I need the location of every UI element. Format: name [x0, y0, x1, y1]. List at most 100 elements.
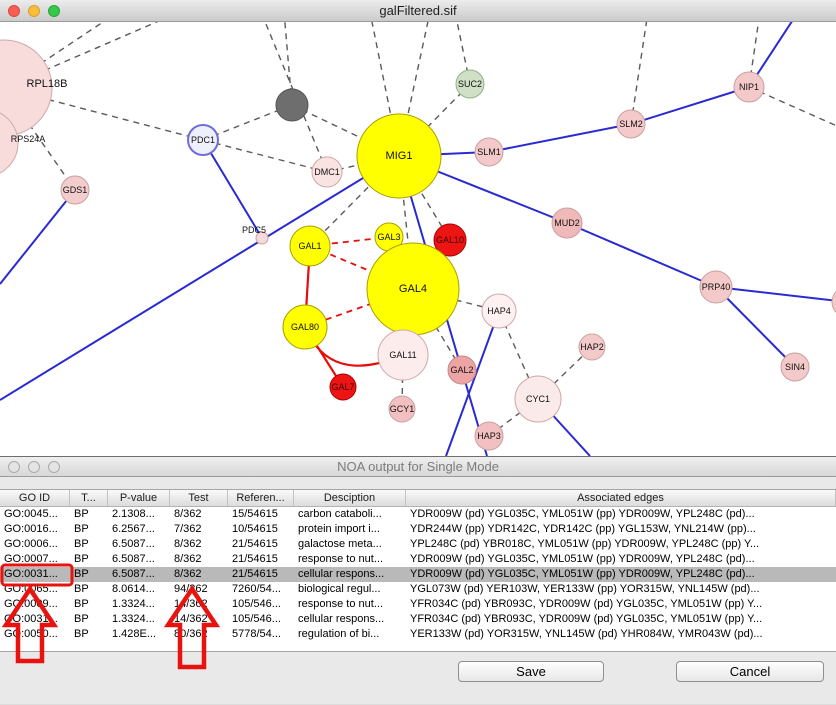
graph-node-PDC1[interactable] [187, 124, 219, 156]
cell-test: 7/362 [174, 523, 202, 535]
column-header-description[interactable]: Desciption [294, 490, 406, 506]
graph-node-GAL7[interactable] [329, 373, 357, 401]
graph-node-MIG1[interactable] [356, 113, 442, 199]
graph-node-GAL11[interactable] [377, 329, 429, 381]
graph-node-HAP3[interactable] [474, 421, 504, 451]
cell-type: BP [74, 553, 89, 565]
column-header-reference[interactable]: Referen... [228, 490, 294, 506]
column-header-p_value[interactable]: P-value [108, 490, 170, 506]
minimize-button[interactable] [28, 460, 40, 473]
graph-edge[interactable] [748, 22, 802, 88]
graph-node-RPS24A[interactable] [0, 109, 19, 177]
graph-node-SUC2[interactable] [455, 69, 485, 99]
graph-edge[interactable] [3, 87, 204, 141]
graph-node-NIP1[interactable] [733, 71, 765, 103]
column-header-associated_edges[interactable]: Associated edges [406, 490, 836, 506]
cell-associated_edges: YGL073W (pd) YER103W, YER133W (pp) YOR31… [410, 583, 760, 595]
minimize-button[interactable] [28, 4, 40, 17]
graph-node-GAL1[interactable] [289, 225, 331, 267]
graph-node-label: GAL7 [331, 382, 354, 392]
graph-edge[interactable] [3, 22, 175, 89]
graph-edge[interactable] [748, 86, 836, 130]
graph-node-HAP2[interactable] [578, 333, 606, 361]
graph-node-CYC1[interactable] [514, 375, 562, 423]
graph-edge[interactable] [261, 22, 328, 173]
graph-edge[interactable] [398, 83, 471, 157]
cell-type: BP [74, 583, 89, 595]
graph-node-GDS1[interactable] [60, 175, 90, 205]
close-button[interactable] [8, 460, 20, 473]
graph-edge[interactable] [630, 86, 750, 125]
cancel-button[interactable]: Cancel [676, 661, 824, 682]
cell-reference: 21/54615 [232, 568, 278, 580]
graph-edge[interactable] [0, 155, 400, 401]
graph-edge[interactable] [304, 288, 414, 328]
column-header-test[interactable]: Test [170, 490, 228, 506]
graph-node-PRP40[interactable] [699, 270, 733, 304]
graph-node-GAL10[interactable] [433, 223, 467, 257]
graph-edge[interactable] [715, 286, 796, 368]
graph-node-label: RPS24A [11, 134, 46, 144]
cell-go_id: GO:0031... [4, 613, 58, 625]
graph-node-GAL2[interactable] [447, 355, 477, 385]
cell-reference: 10/54615 [232, 523, 278, 535]
column-header-go_id[interactable]: GO ID [0, 490, 70, 506]
graph-node-SIN4[interactable] [780, 352, 810, 382]
cell-p_value: 2.1308... [112, 508, 155, 520]
graph-node-label: RPL18B [27, 78, 68, 90]
zoom-button[interactable] [48, 460, 60, 473]
graph-node-label: GCY1 [390, 404, 415, 414]
cell-test: 8/362 [174, 538, 202, 550]
graph-node-PDC5[interactable] [255, 231, 269, 245]
cell-description: response to nut... [298, 553, 383, 565]
graph-node-EDGER[interactable] [831, 287, 836, 317]
graph-edge[interactable] [291, 104, 400, 157]
graph-window-titlebar[interactable]: galFiltered.sif [0, 0, 836, 22]
noa-window-titlebar[interactable]: NOA output for Single Mode [0, 457, 836, 477]
graph-edge[interactable] [630, 22, 648, 125]
close-button[interactable] [8, 4, 20, 17]
cell-go_id: GO:0050... [4, 628, 58, 640]
cell-associated_edges: YDR244W (pp) YDR142C, YDR142C (pp) YGL15… [410, 523, 756, 535]
graph-node-MUD2[interactable] [551, 207, 583, 239]
graph-node-label: GAL10 [436, 235, 464, 245]
cell-type: BP [74, 538, 89, 550]
cell-associated_edges: YPL248C (pd) YBR018C, YML051W (pp) YDR00… [410, 538, 760, 550]
graph-node-label: SIN4 [785, 362, 805, 372]
cell-p_value: 6.5087... [112, 553, 155, 565]
graph-edge[interactable] [202, 139, 328, 173]
cell-go_id: GO:0006... [4, 538, 58, 550]
graph-edge[interactable] [488, 123, 632, 153]
graph-node-SLM2[interactable] [616, 109, 646, 139]
save-button[interactable]: Save [458, 661, 604, 682]
graph-node-DMC1[interactable] [311, 156, 343, 188]
column-header-type[interactable]: T... [70, 490, 108, 506]
graph-edge[interactable] [3, 87, 76, 191]
network-canvas[interactable]: RPL18BRPS24AGDS1PDC1DMC1MIG1SUC2SLM1SLM2… [0, 22, 836, 456]
cell-description: regulation of bi... [298, 628, 380, 640]
graph-node-GRAY[interactable] [275, 88, 309, 122]
graph-node-GCY1[interactable] [388, 395, 416, 423]
graph-node-HAP4[interactable] [481, 293, 517, 329]
graph-edge[interactable] [566, 222, 717, 288]
graph-edge[interactable] [445, 310, 500, 456]
graph-node-SLM1[interactable] [474, 137, 504, 167]
graph-edge[interactable] [715, 286, 836, 302]
graph-edge[interactable] [0, 189, 76, 285]
cell-p_value: 8.0614... [112, 583, 155, 595]
zoom-button[interactable] [48, 4, 60, 17]
graph-edge[interactable] [202, 139, 263, 239]
cell-p_value: 6.2567... [112, 523, 155, 535]
graph-node-label: GAL4 [399, 283, 427, 295]
graph-node-GAL80[interactable] [282, 304, 328, 350]
